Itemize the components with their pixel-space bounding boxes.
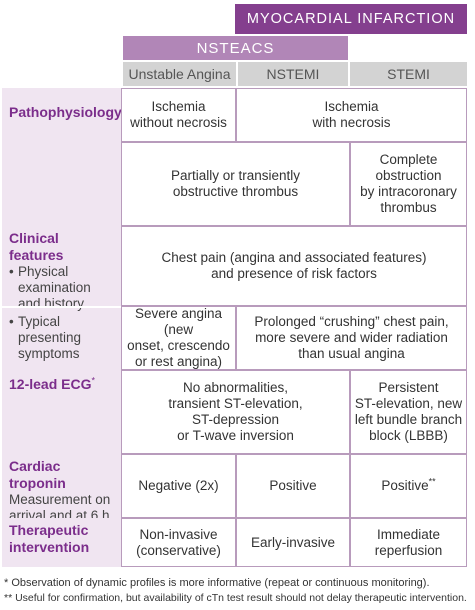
- text-line: Partially or transiently: [170, 168, 301, 183]
- text-line: and history: [18, 296, 85, 311]
- sub-label-text: Typical presenting symptoms: [18, 314, 121, 362]
- cell-troponin-stemi: Positive**: [350, 454, 467, 518]
- cardiac-troponin-label: Cardiac troponin: [9, 458, 66, 491]
- row-label-pathophysiology: Pathophysiology: [2, 88, 122, 226]
- row-label-ecg: 12-lead ECG*: [2, 370, 121, 454]
- text-line: reperfusion: [374, 542, 443, 558]
- row-label-cardiac-troponin: Cardiac troponin Measurement on arrival …: [2, 454, 121, 523]
- column-header-nstemi: NSTEMI: [238, 62, 348, 86]
- text-line: Complete: [379, 152, 438, 167]
- ecg-label: 12-lead ECG*: [9, 376, 117, 393]
- text-line: ST-elevation, new: [354, 396, 463, 411]
- cell-clinical-physical-examination: Chest pain (angina and associated featur…: [121, 226, 467, 306]
- cell-clinical-symptoms-unstable-angina: Severe angina (new onset, crescendo or r…: [121, 306, 236, 370]
- text-line: Typical presenting: [18, 314, 82, 345]
- text-line: ST-depression: [191, 412, 280, 427]
- cell-pathophysiology-unstable-angina: Ischemia without necrosis: [121, 88, 236, 142]
- text-line: and presence of risk factors: [211, 266, 377, 281]
- text-line: without necrosis: [130, 115, 227, 130]
- cell-ecg-stemi: Persistent ST-elevation, new left bundle…: [350, 370, 467, 454]
- cell-clinical-symptoms-mi: Prolonged “crushing” chest pain, more se…: [236, 306, 467, 370]
- text-line: Early-invasive: [250, 534, 336, 550]
- row-label-clinical-features: Clinical features • Physical examination…: [2, 226, 121, 370]
- table-body: Pathophysiology Ischemia without necrosi…: [2, 88, 467, 567]
- text-line: Positive**: [381, 476, 436, 494]
- footnote-marker: **: [428, 476, 436, 487]
- cell-ecg-unstable-angina-nstemi: No abnormalities, transient ST-elevation…: [121, 370, 350, 454]
- troponin-stemi-value: Positive: [381, 478, 429, 493]
- clinical-features-label: Clinical features: [9, 230, 64, 263]
- text-line: (conservative): [136, 542, 221, 558]
- text-line: than usual angina: [298, 346, 405, 361]
- sub-row-divider: [2, 306, 121, 308]
- text-line: Positive: [269, 478, 317, 493]
- text-line: block (LBBB): [369, 428, 448, 443]
- text-line: Ischemia: [151, 99, 206, 114]
- text-line: No abnormalities,: [182, 380, 289, 395]
- text-line: obstructive thrombus: [172, 184, 299, 199]
- sub-label-typical-symptoms: • Typical presenting symptoms: [9, 314, 121, 362]
- text-line: Negative (2x): [138, 478, 219, 493]
- pathophysiology-label: Pathophysiology: [9, 104, 122, 120]
- text-line: Non-invasive: [139, 526, 218, 542]
- text-line: with necrosis: [312, 115, 391, 130]
- text-line: Prolonged “crushing” chest pain,: [254, 314, 449, 329]
- cell-pathophysiology-mi: Ischemia with necrosis: [236, 88, 467, 142]
- footnote-troponin: ** Useful for confirmation, but availabi…: [4, 592, 467, 604]
- text-line: Severe angina (new: [134, 306, 223, 337]
- myocardial-infarction-header: MYOCARDIAL INFARCTION: [235, 4, 467, 34]
- text-line: examination: [18, 280, 91, 295]
- bullet: •: [9, 264, 14, 279]
- ecg-label-text: 12-lead ECG: [9, 376, 92, 392]
- column-header-stemi: STEMI: [350, 62, 467, 86]
- text-line: Persistent: [378, 380, 439, 395]
- cell-therapeutic-unstable-angina: Non-invasive (conservative): [121, 518, 236, 567]
- text-line: left bundle branch: [354, 412, 463, 427]
- cell-pathophysiology-stemi: Complete obstruction by intracoronary th…: [350, 142, 467, 226]
- text-line: by intracoronary: [360, 184, 457, 199]
- cell-troponin-unstable-angina: Negative (2x): [121, 454, 236, 518]
- column-header-unstable-angina: Unstable Angina: [123, 62, 236, 86]
- text-line: Ischemia: [324, 99, 379, 114]
- cell-therapeutic-nstemi: Early-invasive: [236, 518, 350, 567]
- text-line: Physical: [18, 264, 69, 279]
- therapeutic-label-line: Therapeutic: [9, 522, 89, 538]
- cell-pathophysiology-thrombus-partial: Partially or transiently obstructive thr…: [121, 142, 350, 226]
- text-line: Measurement on: [9, 492, 111, 507]
- text-line: thrombus: [380, 200, 437, 215]
- sub-label-text: Physical examination and history: [18, 264, 91, 312]
- row-label-therapeutic-intervention: Therapeutic intervention: [2, 518, 121, 567]
- footnote-ecg: * Observation of dynamic profiles is mor…: [4, 577, 430, 589]
- therapeutic-label-line: intervention: [9, 539, 90, 555]
- sub-label-physical-examination: • Physical examination and history: [9, 264, 117, 312]
- text-line: more severe and wider radiation: [255, 330, 448, 345]
- footnote-marker: *: [91, 375, 95, 386]
- cell-therapeutic-stemi: Immediate reperfusion: [350, 518, 467, 567]
- text-line: Immediate: [376, 526, 441, 542]
- bullet: •: [9, 314, 14, 329]
- text-line: onset, crescendo: [127, 338, 230, 353]
- text-line: symptoms: [18, 346, 80, 361]
- text-line: transient ST-elevation,: [168, 396, 303, 411]
- text-line: or rest angina): [134, 354, 223, 369]
- text-line: or T-wave inversion: [177, 428, 294, 443]
- text-line: Chest pain (angina and associated featur…: [161, 250, 427, 265]
- cell-troponin-nstemi: Positive: [236, 454, 350, 518]
- text-line: obstruction: [375, 168, 442, 183]
- nsteacs-header: NSTEACS: [123, 36, 348, 60]
